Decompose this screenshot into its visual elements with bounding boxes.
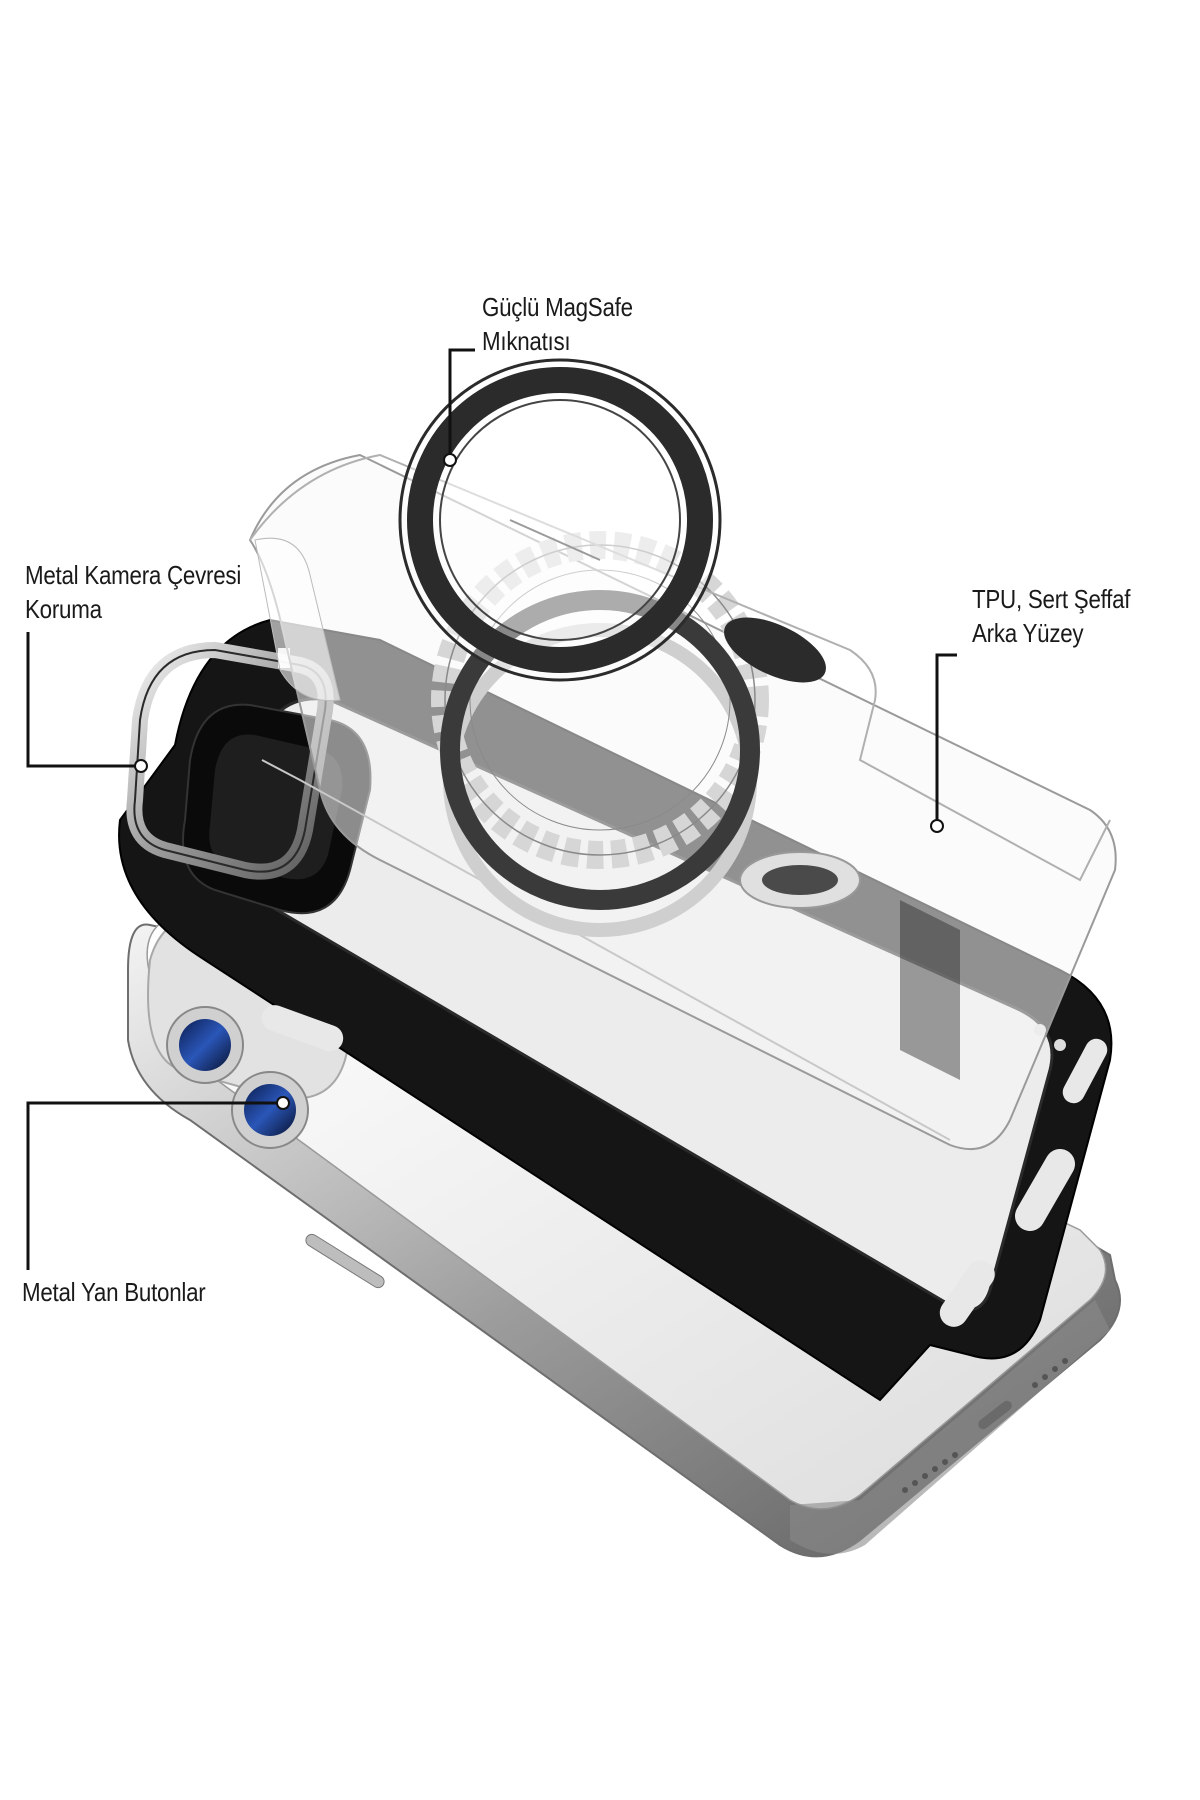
camera-leader-line bbox=[26, 632, 140, 768]
tpu-callout: TPU, Sert Şeffaf Arka Yüzey bbox=[972, 582, 1131, 650]
magsafe-callout-line2: Mıknatısı bbox=[482, 326, 571, 356]
magsafe-callout: Güçlü MagSafe Mıknatısı bbox=[482, 290, 633, 358]
magnet-ring-lower bbox=[440, 590, 760, 910]
segmented-magnet-ring bbox=[431, 531, 769, 869]
buttons-leader-line bbox=[26, 1101, 283, 1270]
camera-dot-icon bbox=[134, 759, 148, 773]
bumper-button-hole bbox=[1015, 1149, 1075, 1231]
speaker-grille bbox=[902, 1358, 1068, 1493]
camera-callout-line1: Metal Kamera Çevresi bbox=[25, 560, 242, 590]
bumper-button-hole bbox=[939, 1260, 995, 1327]
bumper-button-hole bbox=[1062, 1038, 1108, 1104]
phone-side-button bbox=[305, 1233, 385, 1289]
phone-bottom-edge bbox=[790, 1300, 1110, 1554]
tpu-dot-icon bbox=[930, 819, 944, 833]
magsafe-dot-icon bbox=[443, 453, 457, 467]
charging-port bbox=[978, 1400, 1012, 1430]
leader-lines bbox=[26, 348, 957, 1270]
camera-callout-line2: Koruma bbox=[25, 594, 102, 624]
magsafe-callout-line1: Güçlü MagSafe bbox=[482, 292, 633, 322]
camera-callout: Metal Kamera Çevresi Koruma bbox=[25, 558, 241, 626]
buttons-callout-line1: Metal Yan Butonlar bbox=[22, 1277, 206, 1307]
magsafe-top-ring bbox=[249, 358, 1111, 882]
leader-dots bbox=[134, 453, 944, 1110]
buttons-callout: Metal Yan Butonlar bbox=[22, 1275, 206, 1309]
bumper-button-hole bbox=[261, 1005, 344, 1052]
buttons-dot-icon bbox=[276, 1096, 290, 1110]
tpu-callout-line2: Arka Yüzey bbox=[972, 618, 1084, 648]
tpu-leader-line bbox=[935, 653, 957, 822]
tpu-callout-line1: TPU, Sert Şeffaf bbox=[972, 584, 1131, 614]
magsafe-leader-line bbox=[448, 348, 475, 457]
